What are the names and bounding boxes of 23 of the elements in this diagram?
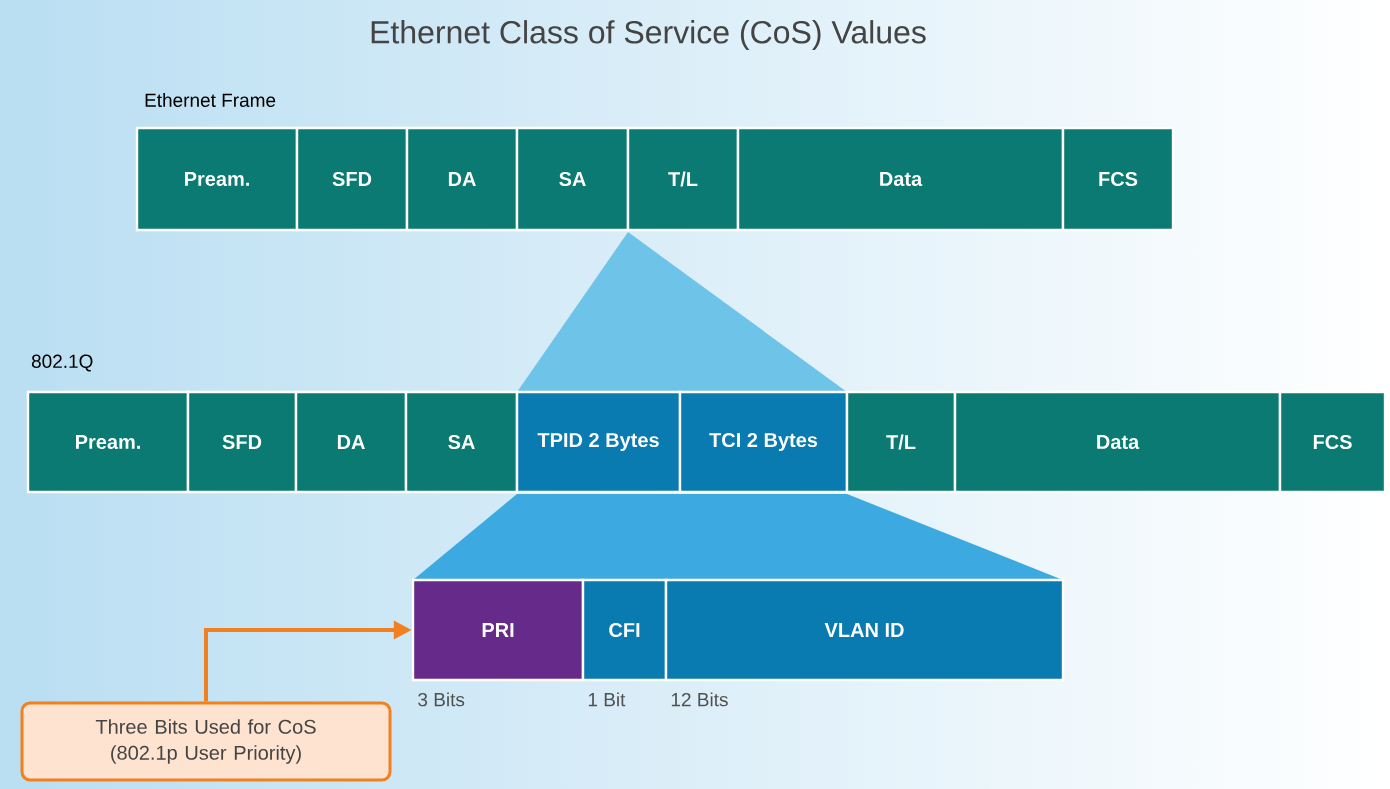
field-cell: T/L <box>845 390 957 494</box>
field-cell: SA <box>404 390 519 494</box>
field-cell: Pream. <box>135 126 299 232</box>
bit-count: 3 Bits <box>418 692 465 707</box>
callout-box: Three Bits Used for CoS (802.1p User Priority) <box>20 701 392 782</box>
field-cell: DA <box>405 126 519 232</box>
field-cell: SFD <box>295 126 409 232</box>
field-cell: T/L <box>626 126 740 232</box>
field-cell: TCI 2 Bytes <box>678 390 849 494</box>
title: Ethernet Class of Service (CoS) Values <box>371 20 926 50</box>
frame-label: 802.1Q <box>31 354 93 372</box>
field-cell: SFD <box>186 390 298 494</box>
field-cell: FCS <box>1278 390 1387 494</box>
field-cell: PRI <box>411 578 585 682</box>
field-cell: TPID 2 Bytes <box>515 390 682 494</box>
field-cell: SA <box>515 126 630 232</box>
bit-count: 1 Bit <box>588 692 626 707</box>
bit-count: 12 Bits <box>671 692 728 707</box>
field-cell: FCS <box>1061 126 1175 232</box>
field-cell: Pream. <box>26 390 190 494</box>
field-cell: DA <box>294 390 408 494</box>
frame-label: Ethernet Frame <box>145 93 276 107</box>
field-cell: CFI <box>581 578 668 682</box>
